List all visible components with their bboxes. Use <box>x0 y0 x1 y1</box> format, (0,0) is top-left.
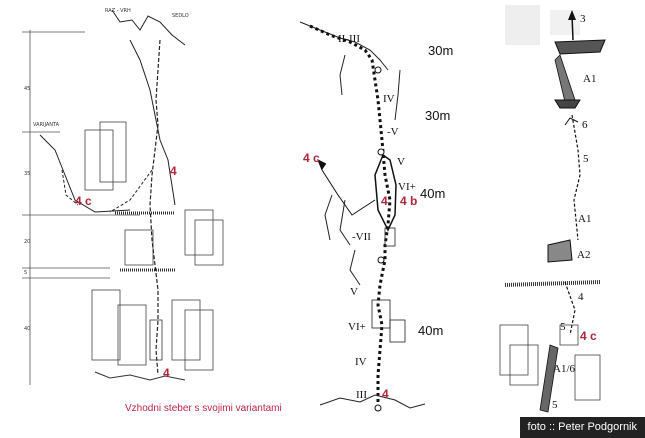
variant-label: VARIJANTA <box>33 122 60 128</box>
grade-label: -V <box>387 126 399 138</box>
grade-label: III <box>356 389 367 401</box>
scale-number: 45 <box>24 86 30 92</box>
route-label: 4 b <box>400 194 417 208</box>
route-label: 4 c <box>303 151 320 165</box>
scale-number: 35 <box>24 171 30 177</box>
pitch-grade: 5 <box>560 321 566 333</box>
pitch-grade: 3 <box>580 13 586 25</box>
grade-label: V <box>397 156 405 168</box>
grade-label: VI+ <box>348 321 366 333</box>
route-label: 4 <box>163 366 170 380</box>
grade-label: V <box>350 286 358 298</box>
route-label: 4 c <box>75 194 92 208</box>
pitch-length: 40m <box>420 186 445 201</box>
pitch-grade: 6 <box>582 119 588 131</box>
route-label: 4 <box>170 164 177 178</box>
pitch-length: 30m <box>428 43 453 58</box>
pitch-grade: 4 <box>578 291 584 303</box>
route-label: 4 c <box>580 329 597 343</box>
route-label: 4 <box>381 194 388 208</box>
pitch-grade: 5 <box>552 399 558 411</box>
grade-label: IV <box>383 93 395 105</box>
grade-label: -VII <box>352 231 371 243</box>
pitch-grade: A1 <box>578 213 591 225</box>
pitch-grade: A1 <box>583 73 596 85</box>
left-topo-panel: 45 35 20 5 40 RAZ - VRH SEDLO VARIJANTA … <box>22 8 282 414</box>
right-topo-panel: 3 A1 6 5 A1 A2 4 5 A1/6 5 4 c 4 <box>499 5 606 430</box>
pitch-grade: A2 <box>577 249 590 261</box>
pitch-length: 30m <box>425 108 450 123</box>
pitch-grade: 5 <box>583 153 589 165</box>
photo-credit: foto :: Peter Podgornik <box>519 417 645 438</box>
middle-topo-panel: 30m 30m 40m 40m II-III IV -V V VI+ -VII … <box>299 21 453 412</box>
scale-number: 40 <box>24 326 30 332</box>
grade-label: VI+ <box>398 181 416 193</box>
pitch-grade: A1/6 <box>553 363 576 375</box>
scale-number: 20 <box>24 239 30 245</box>
summit-label: RAZ - VRH <box>105 8 131 14</box>
route-label: 4 <box>382 387 389 401</box>
saddle-label: SEDLO <box>172 13 189 19</box>
scale-number: 5 <box>24 270 27 276</box>
grade-label: II-III <box>338 33 360 45</box>
figure-caption: Vzhodni steber s svojimi variantami <box>125 403 282 414</box>
grade-label: IV <box>355 356 367 368</box>
pitch-length: 40m <box>418 323 443 338</box>
